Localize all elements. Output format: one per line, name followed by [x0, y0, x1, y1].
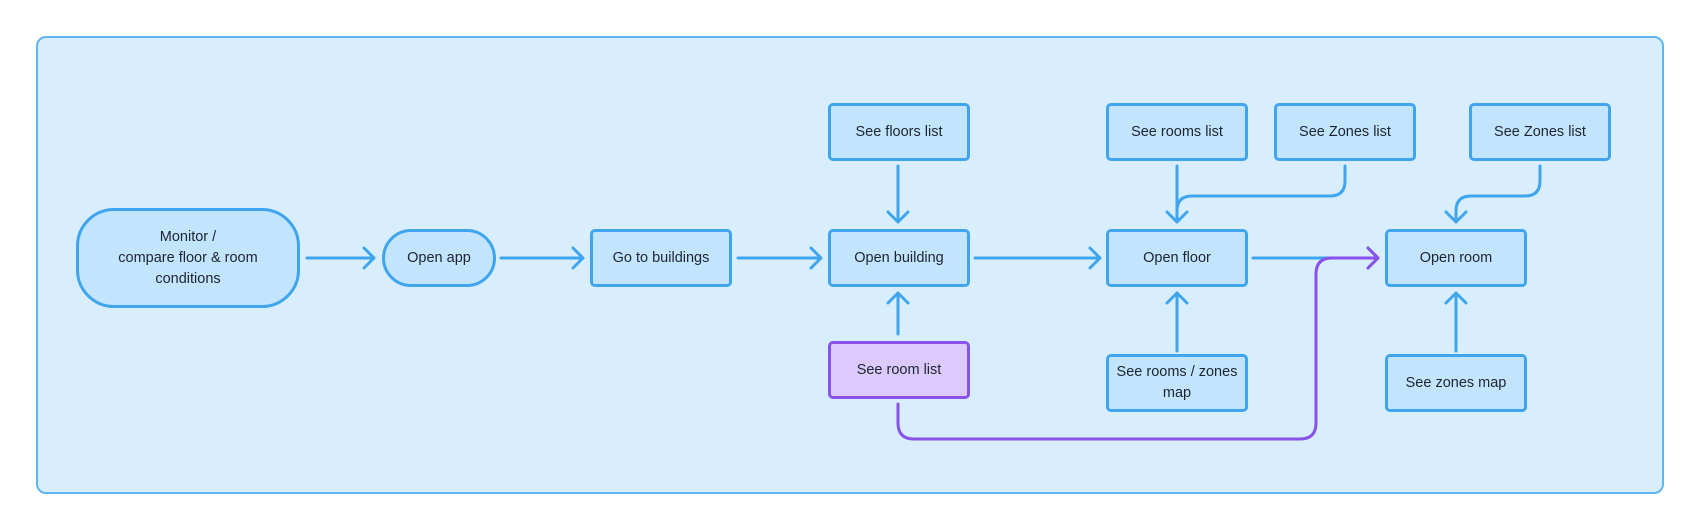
node-go-to-buildings[interactable]: Go to buildings	[590, 229, 732, 287]
node-open-building[interactable]: Open building	[828, 229, 970, 287]
arrow-floorslist-to-building	[886, 164, 910, 224]
node-monitor[interactable]: Monitor / compare floor & room condition…	[76, 208, 300, 308]
node-see-zones-list-room[interactable]: See Zones list	[1469, 103, 1611, 161]
node-open-floor-label: Open floor	[1143, 249, 1211, 266]
arrow-buildings-to-openbuilding	[736, 246, 823, 270]
node-open-app[interactable]: Open app	[382, 229, 496, 287]
arrow-openbuilding-to-openfloor	[973, 246, 1102, 270]
node-see-room-list-label: See room list	[856, 361, 942, 378]
node-monitor-label: Monitor / compare floor & room condition…	[118, 228, 258, 287]
node-see-zones-list-floor-label: See Zones list	[1299, 123, 1391, 140]
node-see-floors-list-label: See floors list	[855, 123, 943, 140]
arrow-zoneslist-to-floor	[1175, 164, 1347, 213]
node-see-zones-list-room-label: See Zones list	[1494, 123, 1586, 140]
node-see-rooms-zones-map-label: See rooms / zones map	[1116, 364, 1238, 401]
node-open-floor[interactable]: Open floor	[1106, 229, 1248, 287]
arrow-zoneslist-to-room	[1444, 164, 1542, 224]
node-see-rooms-zones-map[interactable]: See rooms / zones map	[1106, 354, 1248, 412]
arrow-app-to-buildings	[499, 246, 585, 270]
arrow-roomlist-to-building	[886, 291, 910, 336]
arrow-roomslist-to-floor	[1165, 164, 1189, 224]
node-see-rooms-list[interactable]: See rooms list	[1106, 103, 1248, 161]
node-open-room-label: Open room	[1419, 249, 1493, 266]
arrow-zonesmap-to-room	[1444, 291, 1468, 353]
node-go-to-buildings-label: Go to buildings	[612, 249, 710, 266]
node-see-zones-map-label: See zones map	[1405, 374, 1507, 391]
node-open-building-label: Open building	[854, 249, 944, 266]
node-see-zones-list-floor[interactable]: See Zones list	[1274, 103, 1416, 161]
node-see-rooms-list-label: See rooms list	[1131, 123, 1223, 140]
node-open-app-label: Open app	[407, 249, 471, 266]
arrow-monitor-to-app	[305, 246, 376, 270]
node-see-zones-map[interactable]: See zones map	[1385, 354, 1527, 412]
arrow-map-to-floor	[1165, 291, 1189, 353]
node-see-floors-list[interactable]: See floors list	[828, 103, 970, 161]
node-open-room[interactable]: Open room	[1385, 229, 1527, 287]
node-see-room-list[interactable]: See room list	[828, 341, 970, 399]
arrow-roomlist-to-openroom	[896, 246, 1380, 441]
